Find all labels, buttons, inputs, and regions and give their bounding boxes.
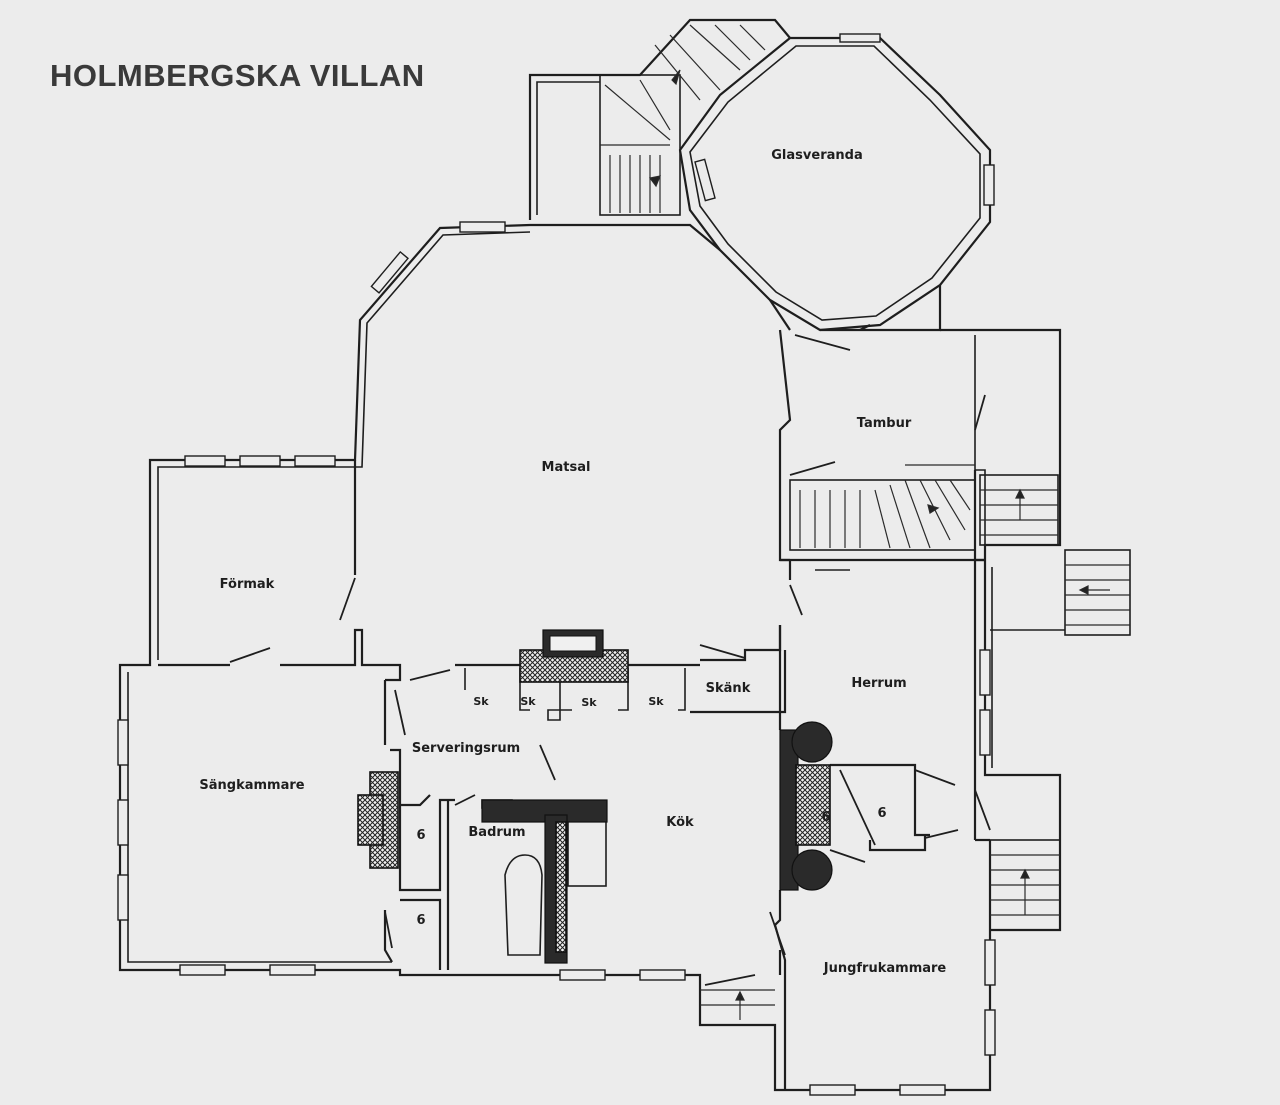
tambur-staircase — [789, 461, 976, 551]
label-closet-2: 6 — [416, 913, 425, 928]
label-closet-3: 6 — [821, 810, 830, 825]
glasveranda-walls — [678, 33, 995, 332]
label-matsal: Matsal — [542, 460, 591, 475]
label-sk-1: Sk — [473, 695, 489, 708]
east-entry-steps — [979, 474, 1131, 636]
label-formak: Förmak — [220, 577, 275, 592]
south-east-steps — [989, 839, 1061, 931]
label-herrum: Herrum — [851, 676, 906, 691]
label-jungfrukammare: Jungfrukammare — [823, 961, 947, 976]
label-sk-3: Sk — [581, 696, 597, 709]
label-kok: Kök — [666, 815, 694, 830]
label-badrum: Badrum — [468, 825, 525, 840]
outer-walls — [118, 223, 1062, 1092]
label-closet-1: 6 — [416, 828, 425, 843]
label-serveringsrum: Serveringsrum — [412, 741, 520, 756]
upper-staircase — [528, 18, 791, 220]
label-sangkammare: Sängkammare — [199, 778, 304, 793]
page-title: HOLMBERGSKA VILLAN — [50, 58, 425, 93]
label-tambur: Tambur — [857, 416, 912, 431]
windows — [117, 221, 996, 1096]
label-skank: Skänk — [706, 681, 751, 696]
label-sk-4: Sk — [648, 695, 664, 708]
label-closet-4: 6 — [877, 806, 886, 821]
room-labels: Glasveranda Matsal Tambur Förmak Herrum … — [199, 148, 946, 976]
label-sk-2: Sk — [520, 695, 536, 708]
south-entry-steps — [700, 974, 775, 1020]
label-glasveranda: Glasveranda — [771, 148, 862, 163]
stoves — [357, 629, 833, 964]
